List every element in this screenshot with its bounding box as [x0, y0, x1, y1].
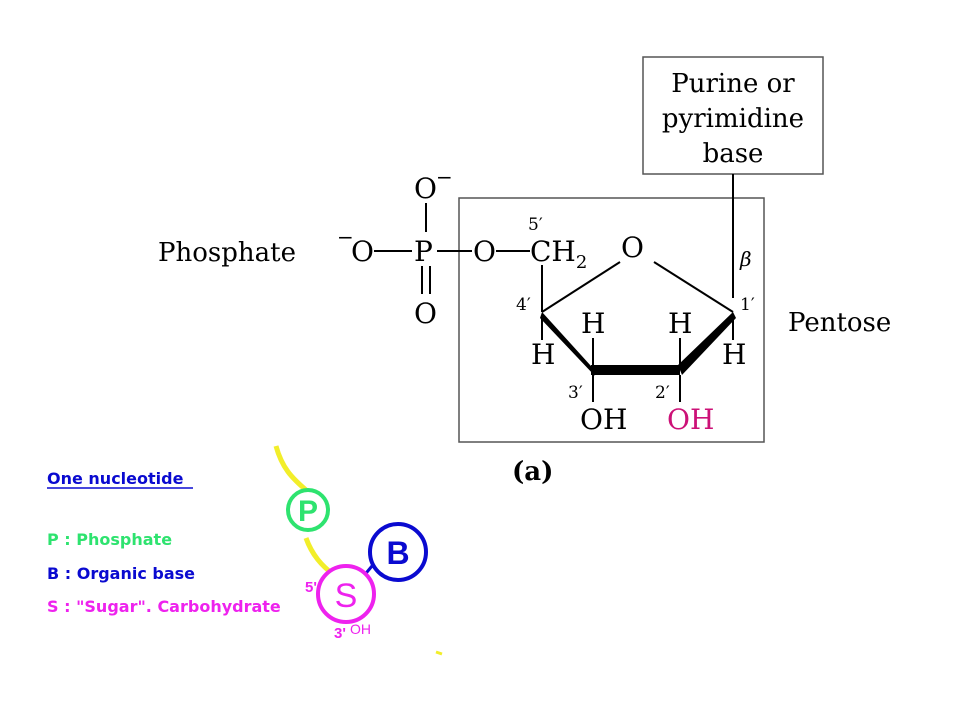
- legend-title: One nucleotide: [47, 469, 184, 488]
- wedge-c4-c3: [540, 312, 595, 376]
- structural-formula: Purine or pyrimidine base Phosphate Pent…: [158, 56, 891, 487]
- oh-2-prime: OH: [667, 403, 714, 436]
- h-c2: H: [668, 307, 692, 340]
- pentose-ring: 5′ CH2 O β 4′ 1′ H H H H 3′: [516, 215, 755, 436]
- base-box-line-3: base: [703, 139, 764, 169]
- phosphate-group: O − − O P O O: [337, 165, 530, 330]
- nucleotide-cartoon: P B S 5' 3' OH: [273, 445, 443, 656]
- ring-oxygen: O: [621, 231, 644, 264]
- bond-c4-ring-o: [541, 261, 621, 313]
- pos-3-label: 3′: [568, 383, 583, 403]
- base-box-line-1: Purine or: [671, 69, 795, 99]
- three-prime-oh-label: OH: [350, 621, 371, 637]
- pos-1-label: 1′: [740, 295, 755, 315]
- pos-2-label: 2′: [655, 383, 670, 403]
- h-c1: H: [722, 338, 746, 371]
- ester-oxygen: O: [473, 235, 496, 268]
- phosphorus-atom: P: [414, 235, 433, 268]
- pos-5-label: 5′: [528, 215, 543, 235]
- wedge-c2-c1: [678, 312, 736, 375]
- oh-3-prime: OH: [580, 403, 627, 436]
- backbone-tail-mark: [435, 650, 443, 656]
- phosphate-left-charge: −: [337, 225, 354, 249]
- h-c3: H: [581, 307, 605, 340]
- nucleoside-frame: [458, 197, 765, 443]
- sugar-letter: S: [335, 577, 358, 615]
- phosphate-label: Phosphate: [158, 238, 296, 268]
- phosphate-left-oxygen: O: [351, 235, 374, 268]
- ch2-group: CH2: [530, 235, 587, 273]
- five-prime-label: 5': [305, 579, 317, 596]
- legend: One nucleotide P : Phosphate B : Organic…: [47, 469, 281, 616]
- legend-item-base: B : Organic base: [47, 564, 195, 583]
- panel-label: (a): [512, 457, 553, 487]
- base-circle: [368, 522, 428, 582]
- phosphate-circle: [286, 488, 330, 532]
- backbone-upper-strand: [273, 445, 308, 492]
- bond-ring-o-c1: [653, 261, 734, 313]
- h-c4: H: [531, 338, 555, 371]
- pentose-label: Pentose: [788, 308, 891, 338]
- base-letter: B: [386, 535, 409, 571]
- phosphate-bottom-oxygen: O: [414, 297, 437, 330]
- bold-bond-c3-c2: [591, 365, 680, 375]
- pos-4-label: 4′: [516, 295, 531, 315]
- beta-label: β: [739, 247, 752, 271]
- legend-item-sugar: S : "Sugar". Carbohydrate: [47, 597, 281, 616]
- phosphate-letter: P: [298, 495, 318, 528]
- base-box: [642, 56, 824, 175]
- legend-item-phosphate: P : Phosphate: [47, 530, 172, 549]
- phosphate-top-charge: −: [436, 165, 453, 189]
- three-prime-label: 3': [334, 625, 346, 642]
- base-box-line-2: pyrimidine: [662, 104, 804, 134]
- phosphate-top-oxygen: O: [414, 172, 437, 205]
- sugar-circle: [316, 564, 376, 624]
